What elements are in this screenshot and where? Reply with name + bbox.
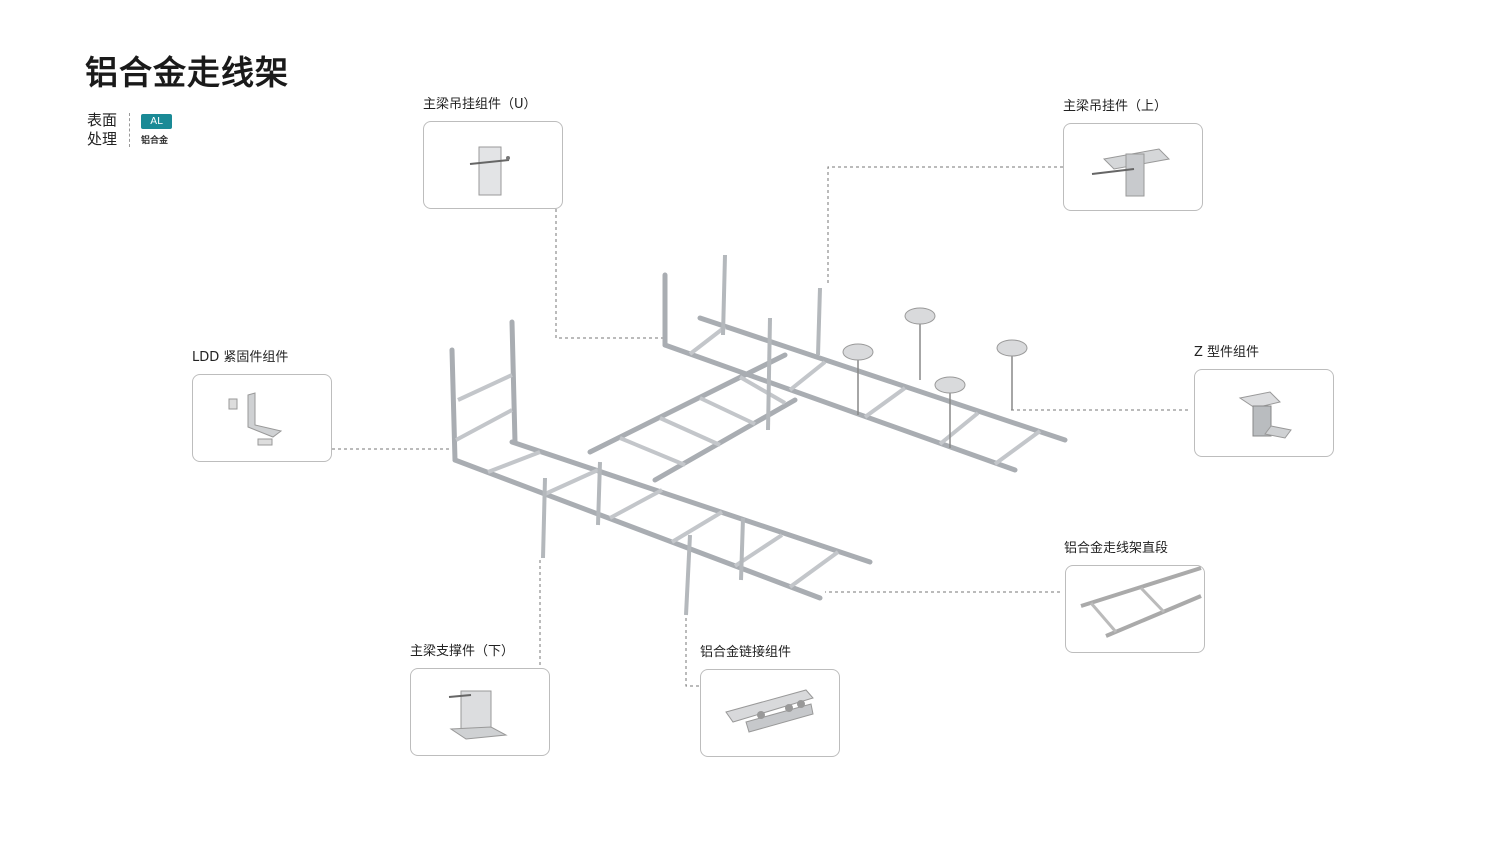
material-badge: AL: [141, 114, 172, 129]
ladder-rungs: [455, 325, 1042, 589]
leader-top-hanger: [827, 166, 1063, 285]
rung: [455, 408, 513, 442]
component-fastener[interactable]: [192, 374, 332, 462]
anchor-dish: [842, 343, 874, 361]
component-splice[interactable]: [700, 669, 840, 757]
rail: [697, 315, 1068, 443]
rung: [457, 373, 513, 402]
rail: [662, 342, 1018, 473]
rail: [509, 439, 873, 565]
label-u-hanger: 主梁吊挂组件（U）: [423, 97, 537, 112]
component-top-hanger[interactable]: [1063, 123, 1203, 211]
u-hanger-icon: [469, 146, 510, 196]
splice-plate-icon: [725, 689, 814, 733]
anchor-dish: [934, 376, 966, 394]
label-fastener: LDD 紧固件组件: [192, 350, 289, 365]
ladder-rails: [449, 272, 1068, 601]
anchor-dish: [904, 307, 936, 325]
label-top-hanger: 主梁吊挂件（上）: [1063, 99, 1168, 114]
rung: [487, 450, 541, 474]
rung: [544, 468, 599, 496]
support-leg: [596, 461, 602, 526]
hanger: [816, 287, 822, 356]
rung: [688, 325, 727, 356]
rung: [788, 360, 827, 392]
top-hanger-icon: [1091, 148, 1171, 197]
material-name: 铝合金: [141, 136, 169, 146]
hanger: [721, 254, 727, 336]
ladder-section-icon: [1080, 566, 1202, 638]
leader-u-hanger: [555, 209, 665, 339]
threaded-rods: [857, 318, 1013, 448]
support-leg: [684, 534, 692, 616]
rail: [587, 352, 788, 455]
support-bracket-icon: [448, 690, 508, 740]
ceiling-anchors: [842, 307, 1028, 394]
supports: [541, 254, 822, 616]
label-ladder-section: 铝合金走线架直段: [1064, 541, 1169, 556]
rung: [738, 375, 787, 405]
label-support: 主梁支撑件（下）: [410, 644, 515, 659]
label-z-bracket: Z 型件组件: [1194, 345, 1260, 360]
rung: [609, 488, 663, 520]
label-splice: 铝合金链接组件: [700, 645, 792, 660]
rung: [670, 510, 724, 544]
riser: [509, 319, 518, 445]
component-support[interactable]: [410, 668, 550, 756]
riser: [449, 347, 458, 463]
rail: [452, 457, 823, 601]
z-bracket-icon: [1238, 391, 1292, 439]
rung: [938, 411, 980, 446]
rung: [788, 550, 840, 589]
rung: [619, 436, 686, 467]
component-z-bracket[interactable]: [1194, 369, 1334, 457]
fastener-icon: [228, 392, 283, 446]
rung: [993, 429, 1042, 466]
support-leg: [739, 517, 745, 581]
rung: [863, 386, 907, 419]
hanger: [766, 317, 772, 431]
component-ladder-section[interactable]: [1065, 565, 1205, 653]
rung: [699, 396, 756, 426]
page-title: 铝合金走线架: [85, 53, 289, 92]
rung: [659, 416, 721, 447]
rail: [652, 397, 798, 483]
surface-treatment-label: 表面处理: [87, 111, 118, 148]
component-u-hanger[interactable]: [423, 121, 563, 209]
leader-splice: [685, 600, 699, 687]
anchor-dish: [996, 339, 1028, 357]
support-leg: [541, 477, 547, 559]
leader-lines: [332, 166, 1188, 687]
divider: [129, 113, 130, 147]
